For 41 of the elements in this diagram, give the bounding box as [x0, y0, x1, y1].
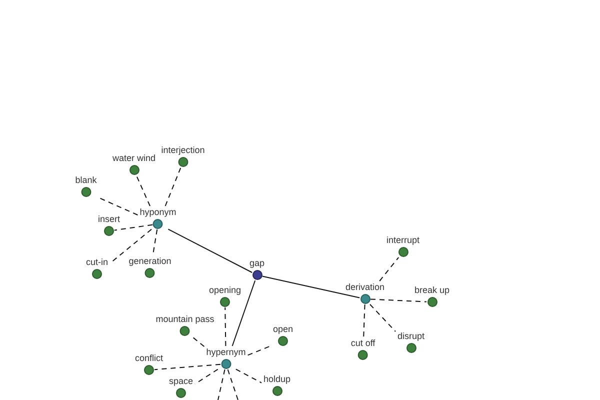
dashed-connector [154, 364, 221, 370]
node-label: holdup [262, 374, 292, 385]
node-label: mountain pass [154, 314, 216, 325]
dashed-connector [194, 368, 218, 384]
node-label: hyponym [138, 207, 178, 218]
dashed-connector [227, 369, 238, 400]
connector-line [262, 276, 360, 298]
dashed-connector [97, 196, 138, 216]
node-label: space [168, 376, 194, 387]
connector-line [232, 280, 256, 346]
dashed-connector [363, 304, 366, 338]
node-label: cut-in [85, 257, 109, 268]
node-label: hypernym [205, 347, 247, 358]
node-label: cut off [350, 338, 376, 349]
dashed-connector [235, 368, 262, 384]
node-label: insert [97, 214, 121, 225]
dashed-connector [164, 167, 182, 206]
dashed-connector [110, 228, 152, 264]
node-label: disrupt [396, 331, 426, 342]
dashed-connector [136, 175, 150, 206]
node-label: blank [74, 175, 98, 186]
node-label: conflict [134, 353, 164, 364]
node-label: open [272, 324, 294, 335]
dashed-connector [152, 229, 158, 256]
node-label: interrupt [385, 235, 421, 246]
dashed-connector [224, 307, 226, 346]
dashed-connector [370, 304, 396, 332]
dashed-connector [114, 224, 154, 231]
dashed-connector [218, 369, 226, 400]
node-label: break up [413, 285, 451, 296]
dashed-connector [370, 298, 427, 302]
connector-line [168, 228, 253, 273]
node-label: generation [128, 256, 172, 267]
node-label: water wind [111, 153, 157, 164]
dashed-connector [247, 345, 272, 356]
node-label: gap [248, 258, 266, 269]
dashed-connector [191, 336, 205, 347]
dashed-connector [379, 256, 400, 282]
node-label: derivation [344, 282, 386, 293]
node-label: interjection [160, 145, 206, 156]
node-label: opening [208, 285, 242, 296]
